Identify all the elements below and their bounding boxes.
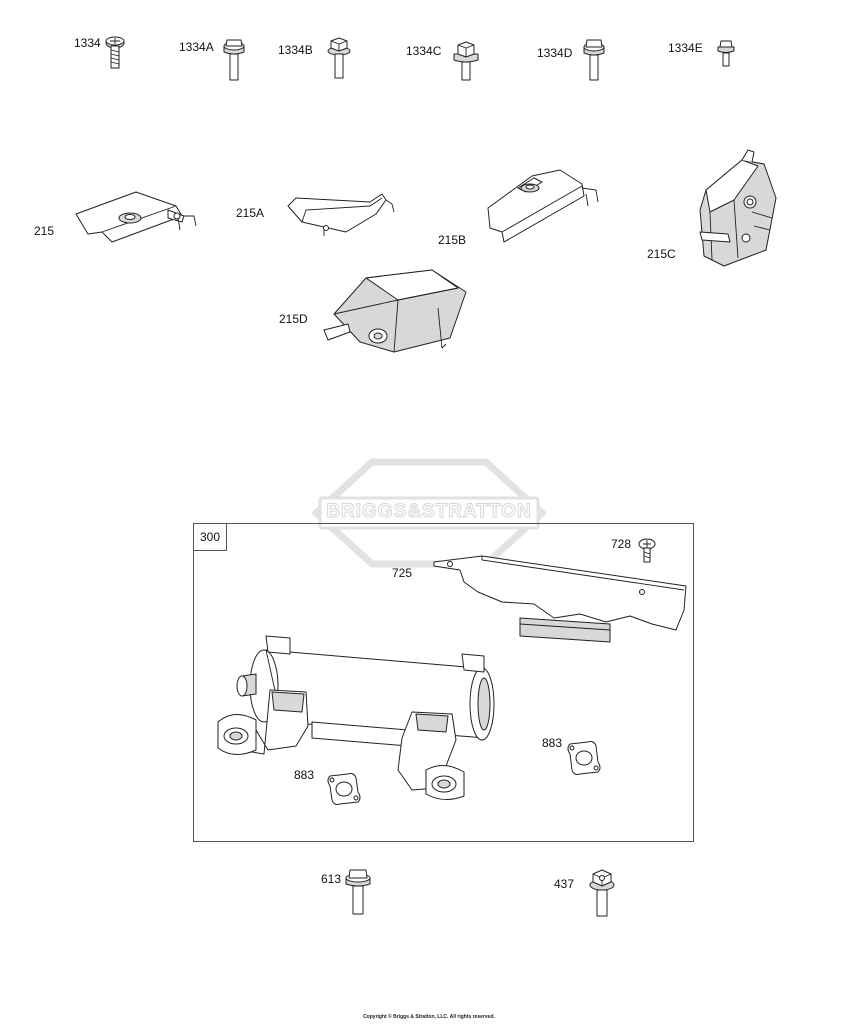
copyright-notice: Copyright © Briggs & Stratton, LLC. All … bbox=[363, 1014, 495, 1020]
label-215b: 215B bbox=[438, 233, 467, 247]
label-215c: 215C bbox=[647, 247, 676, 261]
heat-shield-215c-icon[interactable] bbox=[694, 146, 780, 272]
label-215a: 215A bbox=[236, 206, 265, 220]
label-613: 613 bbox=[321, 872, 342, 886]
muffler-icon[interactable] bbox=[216, 630, 498, 808]
muffler-assembly-frame: 300 bbox=[193, 523, 694, 842]
label-300: 300 bbox=[194, 524, 227, 551]
label-728: 728 bbox=[611, 537, 632, 551]
label-883-right: 883 bbox=[542, 736, 563, 750]
screw-728-icon[interactable] bbox=[637, 538, 657, 564]
label-1334c: 1334C bbox=[406, 44, 442, 58]
gasket-883-right-icon[interactable] bbox=[564, 738, 604, 778]
watermark-text: BRIGGS&STRATTON bbox=[326, 501, 532, 523]
gasket-883-left-icon[interactable] bbox=[324, 770, 364, 808]
bolt-1334e-icon[interactable] bbox=[716, 40, 736, 68]
bolt-613-icon[interactable] bbox=[344, 868, 372, 916]
bolt-1334a-icon[interactable] bbox=[222, 38, 246, 82]
label-437: 437 bbox=[554, 877, 575, 891]
label-1334d: 1334D bbox=[537, 46, 573, 60]
heat-shield-215a-icon[interactable] bbox=[284, 188, 400, 240]
bolt-1334b-icon[interactable] bbox=[327, 37, 351, 80]
label-215: 215 bbox=[34, 224, 55, 238]
muffler-guard-725-icon[interactable] bbox=[430, 552, 690, 648]
label-883-left: 883 bbox=[294, 768, 315, 782]
bolt-1334d-icon[interactable] bbox=[582, 38, 606, 82]
bolt-437-icon[interactable] bbox=[588, 869, 616, 918]
label-725: 725 bbox=[392, 566, 413, 580]
bolt-1334c-icon[interactable] bbox=[453, 41, 479, 82]
screw-1334-icon[interactable] bbox=[104, 36, 126, 72]
label-1334b: 1334B bbox=[278, 43, 313, 57]
heat-shield-215-icon[interactable] bbox=[72, 188, 200, 244]
brand-watermark: BRIGGS&STRATTON bbox=[312, 458, 546, 568]
label-1334: 1334 bbox=[74, 36, 101, 50]
label-215d: 215D bbox=[279, 312, 308, 326]
label-1334e: 1334E bbox=[668, 41, 703, 55]
heat-shield-215d-icon[interactable] bbox=[320, 266, 474, 358]
label-1334a: 1334A bbox=[179, 40, 214, 54]
heat-shield-215b-icon[interactable] bbox=[486, 166, 604, 246]
